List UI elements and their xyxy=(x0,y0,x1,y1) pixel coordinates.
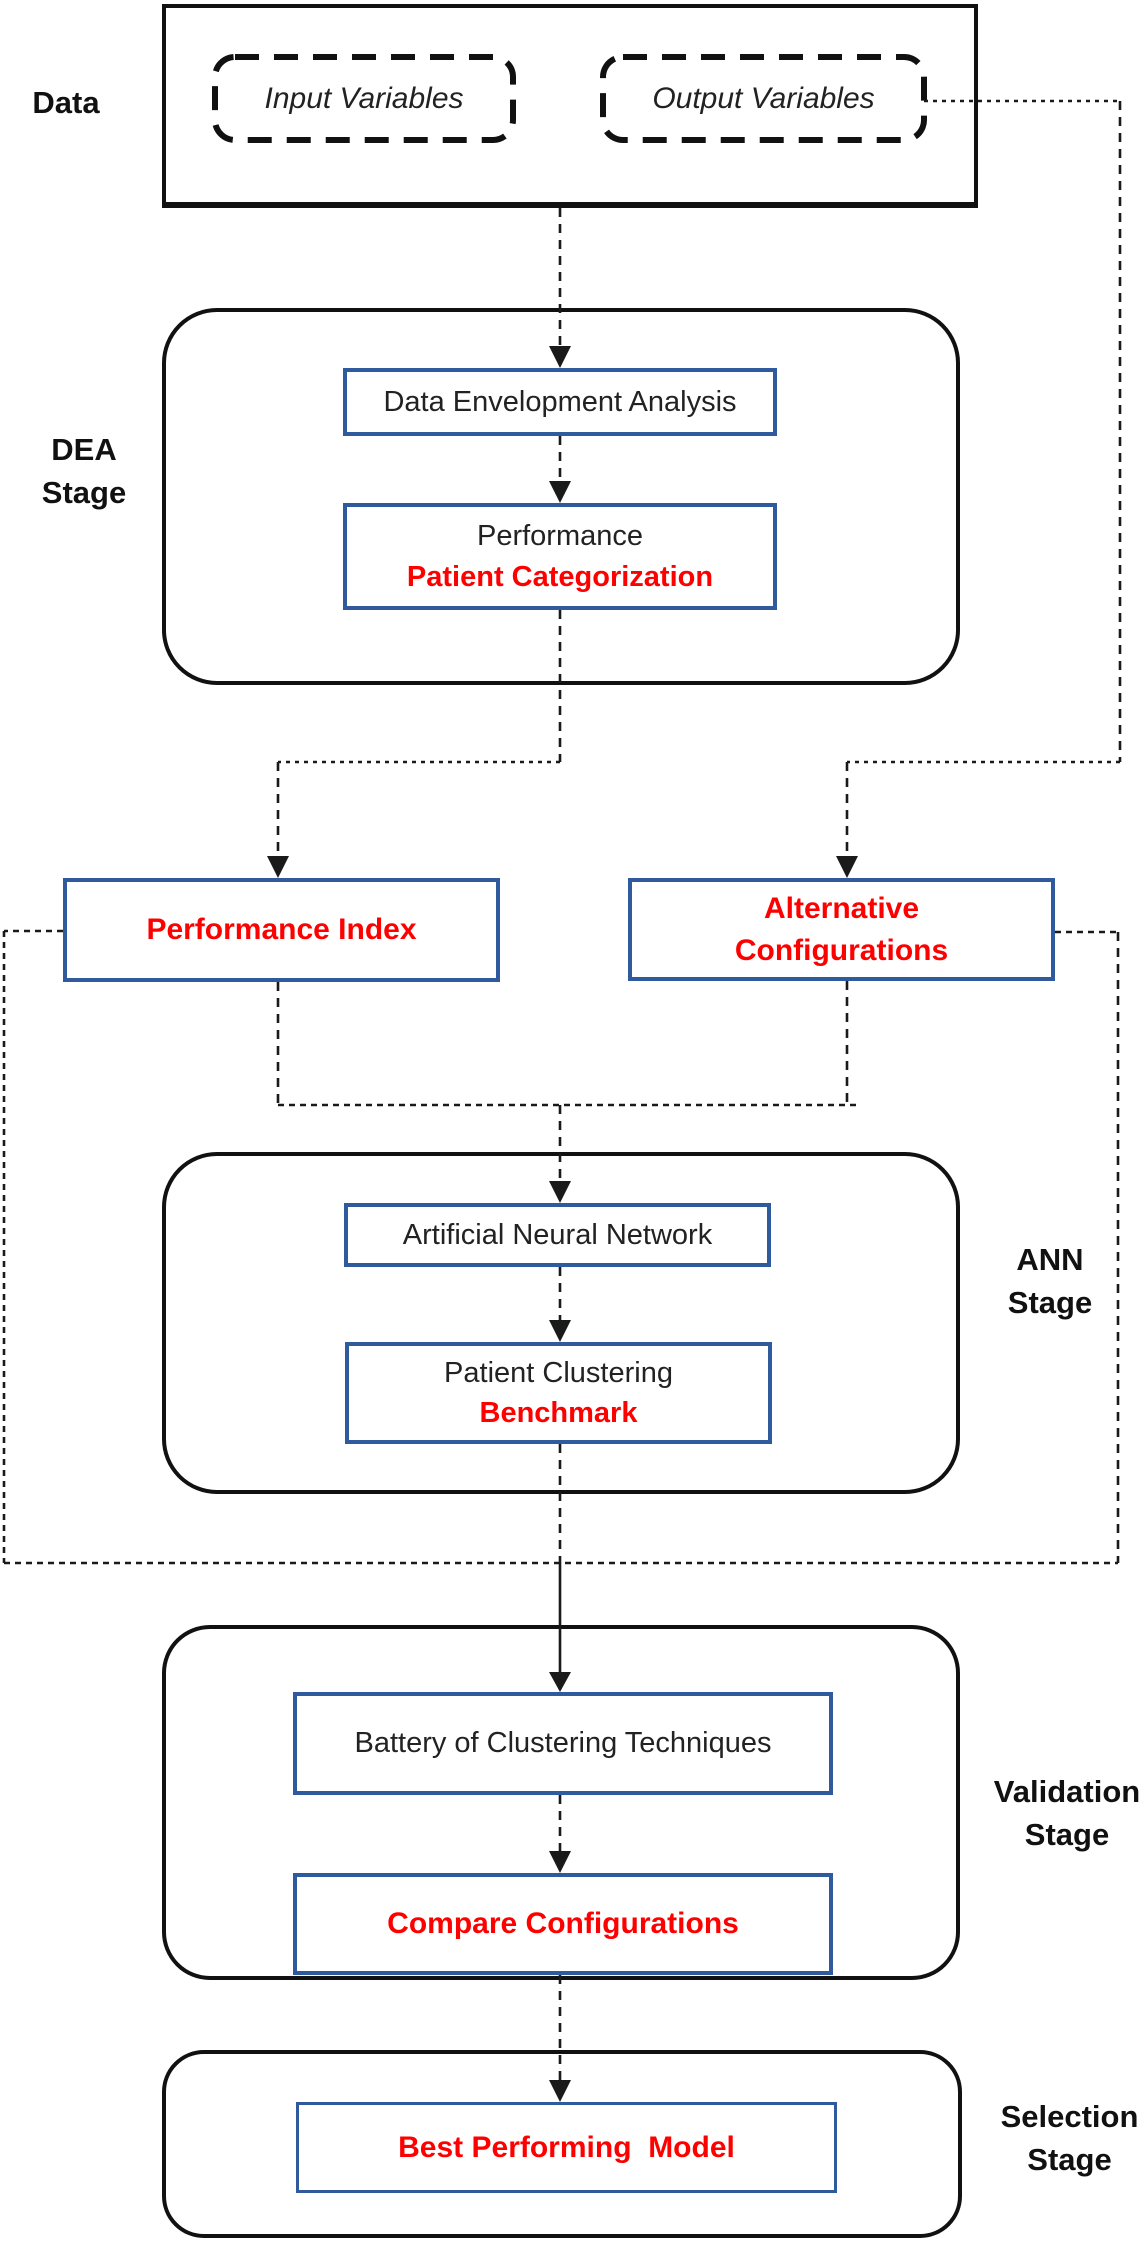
connector-performance-to-performance-index xyxy=(267,610,562,878)
ann-stage-label-line1: ANN xyxy=(1016,1241,1084,1277)
data-stage-box xyxy=(162,4,978,208)
alternative-label: Alternative xyxy=(763,892,920,926)
dea-stage-label-line1: DEA xyxy=(51,431,117,467)
validation-stage-label-line1: Validation xyxy=(993,1773,1141,1809)
dea-analysis-label: Data Envelopment Analysis xyxy=(383,385,737,418)
connector-data-to-dea xyxy=(549,208,571,368)
input-variables-dashed-border xyxy=(212,54,516,143)
output-variables-label: Output Variables xyxy=(652,81,875,115)
performance-categorization-box: Performance Patient Categorization xyxy=(343,503,777,610)
connector-dea-to-performance xyxy=(549,436,571,503)
connector-ann-to-patient-clustering xyxy=(549,1267,571,1342)
input-variables-label: Input Variables xyxy=(264,81,464,115)
battery-clustering-label: Battery of Clustering Techniques xyxy=(354,1727,772,1760)
selection-stage-label-line2: Stage xyxy=(1027,2142,1112,2177)
data-stage-label-text: Data xyxy=(32,85,100,121)
battery-clustering-box: Battery of Clustering Techniques xyxy=(293,1692,833,1795)
performance-index-box: Performance Index xyxy=(63,878,500,982)
performance-label: Performance xyxy=(476,520,643,553)
ann-box: Artificial Neural Network xyxy=(344,1203,771,1267)
input-variables-box: Input Variables xyxy=(215,57,513,140)
output-variables-box: Output Variables xyxy=(603,57,924,140)
compare-configurations-label: Compare Configurations xyxy=(387,1907,739,1941)
patient-categorization-label: Patient Categorization xyxy=(406,560,714,593)
dea-analysis-box: Data Envelopment Analysis xyxy=(343,368,777,436)
patient-clustering-label: Patient Clustering xyxy=(444,1356,673,1389)
compare-configurations-box: Compare Configurations xyxy=(293,1873,833,1975)
connector-merge-to-ann xyxy=(276,981,858,1203)
connector-compare-to-best-model xyxy=(549,1975,571,2102)
connector-patient-clustering-to-battery xyxy=(549,1444,571,1692)
patient-clustering-box: Patient Clustering Benchmark xyxy=(345,1342,772,1444)
best-model-label: Best Performing Model xyxy=(398,2130,735,2164)
selection-stage-label-line1: Selection xyxy=(1000,2098,1139,2134)
selection-stage-label: Selection Stage xyxy=(995,2093,1144,2183)
connector-output-to-alternative-configurations xyxy=(836,99,1122,878)
performance-index-label: Performance Index xyxy=(146,913,417,947)
selection-stage-container xyxy=(162,2050,962,2238)
benchmark-label: Benchmark xyxy=(479,1397,638,1429)
feedback-loop-left xyxy=(2,929,63,1563)
ann-stage-label: ANN Stage xyxy=(985,1236,1115,1326)
validation-stage-label-line2: Stage xyxy=(1024,1817,1110,1852)
configurations-label: Configurations xyxy=(734,933,949,967)
connector-battery-to-compare xyxy=(549,1795,571,1873)
ann-stage-label-line2: Stage xyxy=(1007,1285,1093,1320)
dea-stage-label: DEA Stage xyxy=(24,426,144,516)
best-model-box: Best Performing Model xyxy=(296,2102,837,2193)
validation-stage-label: Validation Stage xyxy=(990,1768,1144,1858)
output-variables-dashed-border xyxy=(600,54,927,143)
ann-label: Artificial Neural Network xyxy=(402,1218,713,1251)
dea-stage-label-line2: Stage xyxy=(41,475,127,510)
alternative-configurations-box: Alternative Configurations xyxy=(628,878,1055,981)
data-stage-label: Data xyxy=(18,80,114,126)
